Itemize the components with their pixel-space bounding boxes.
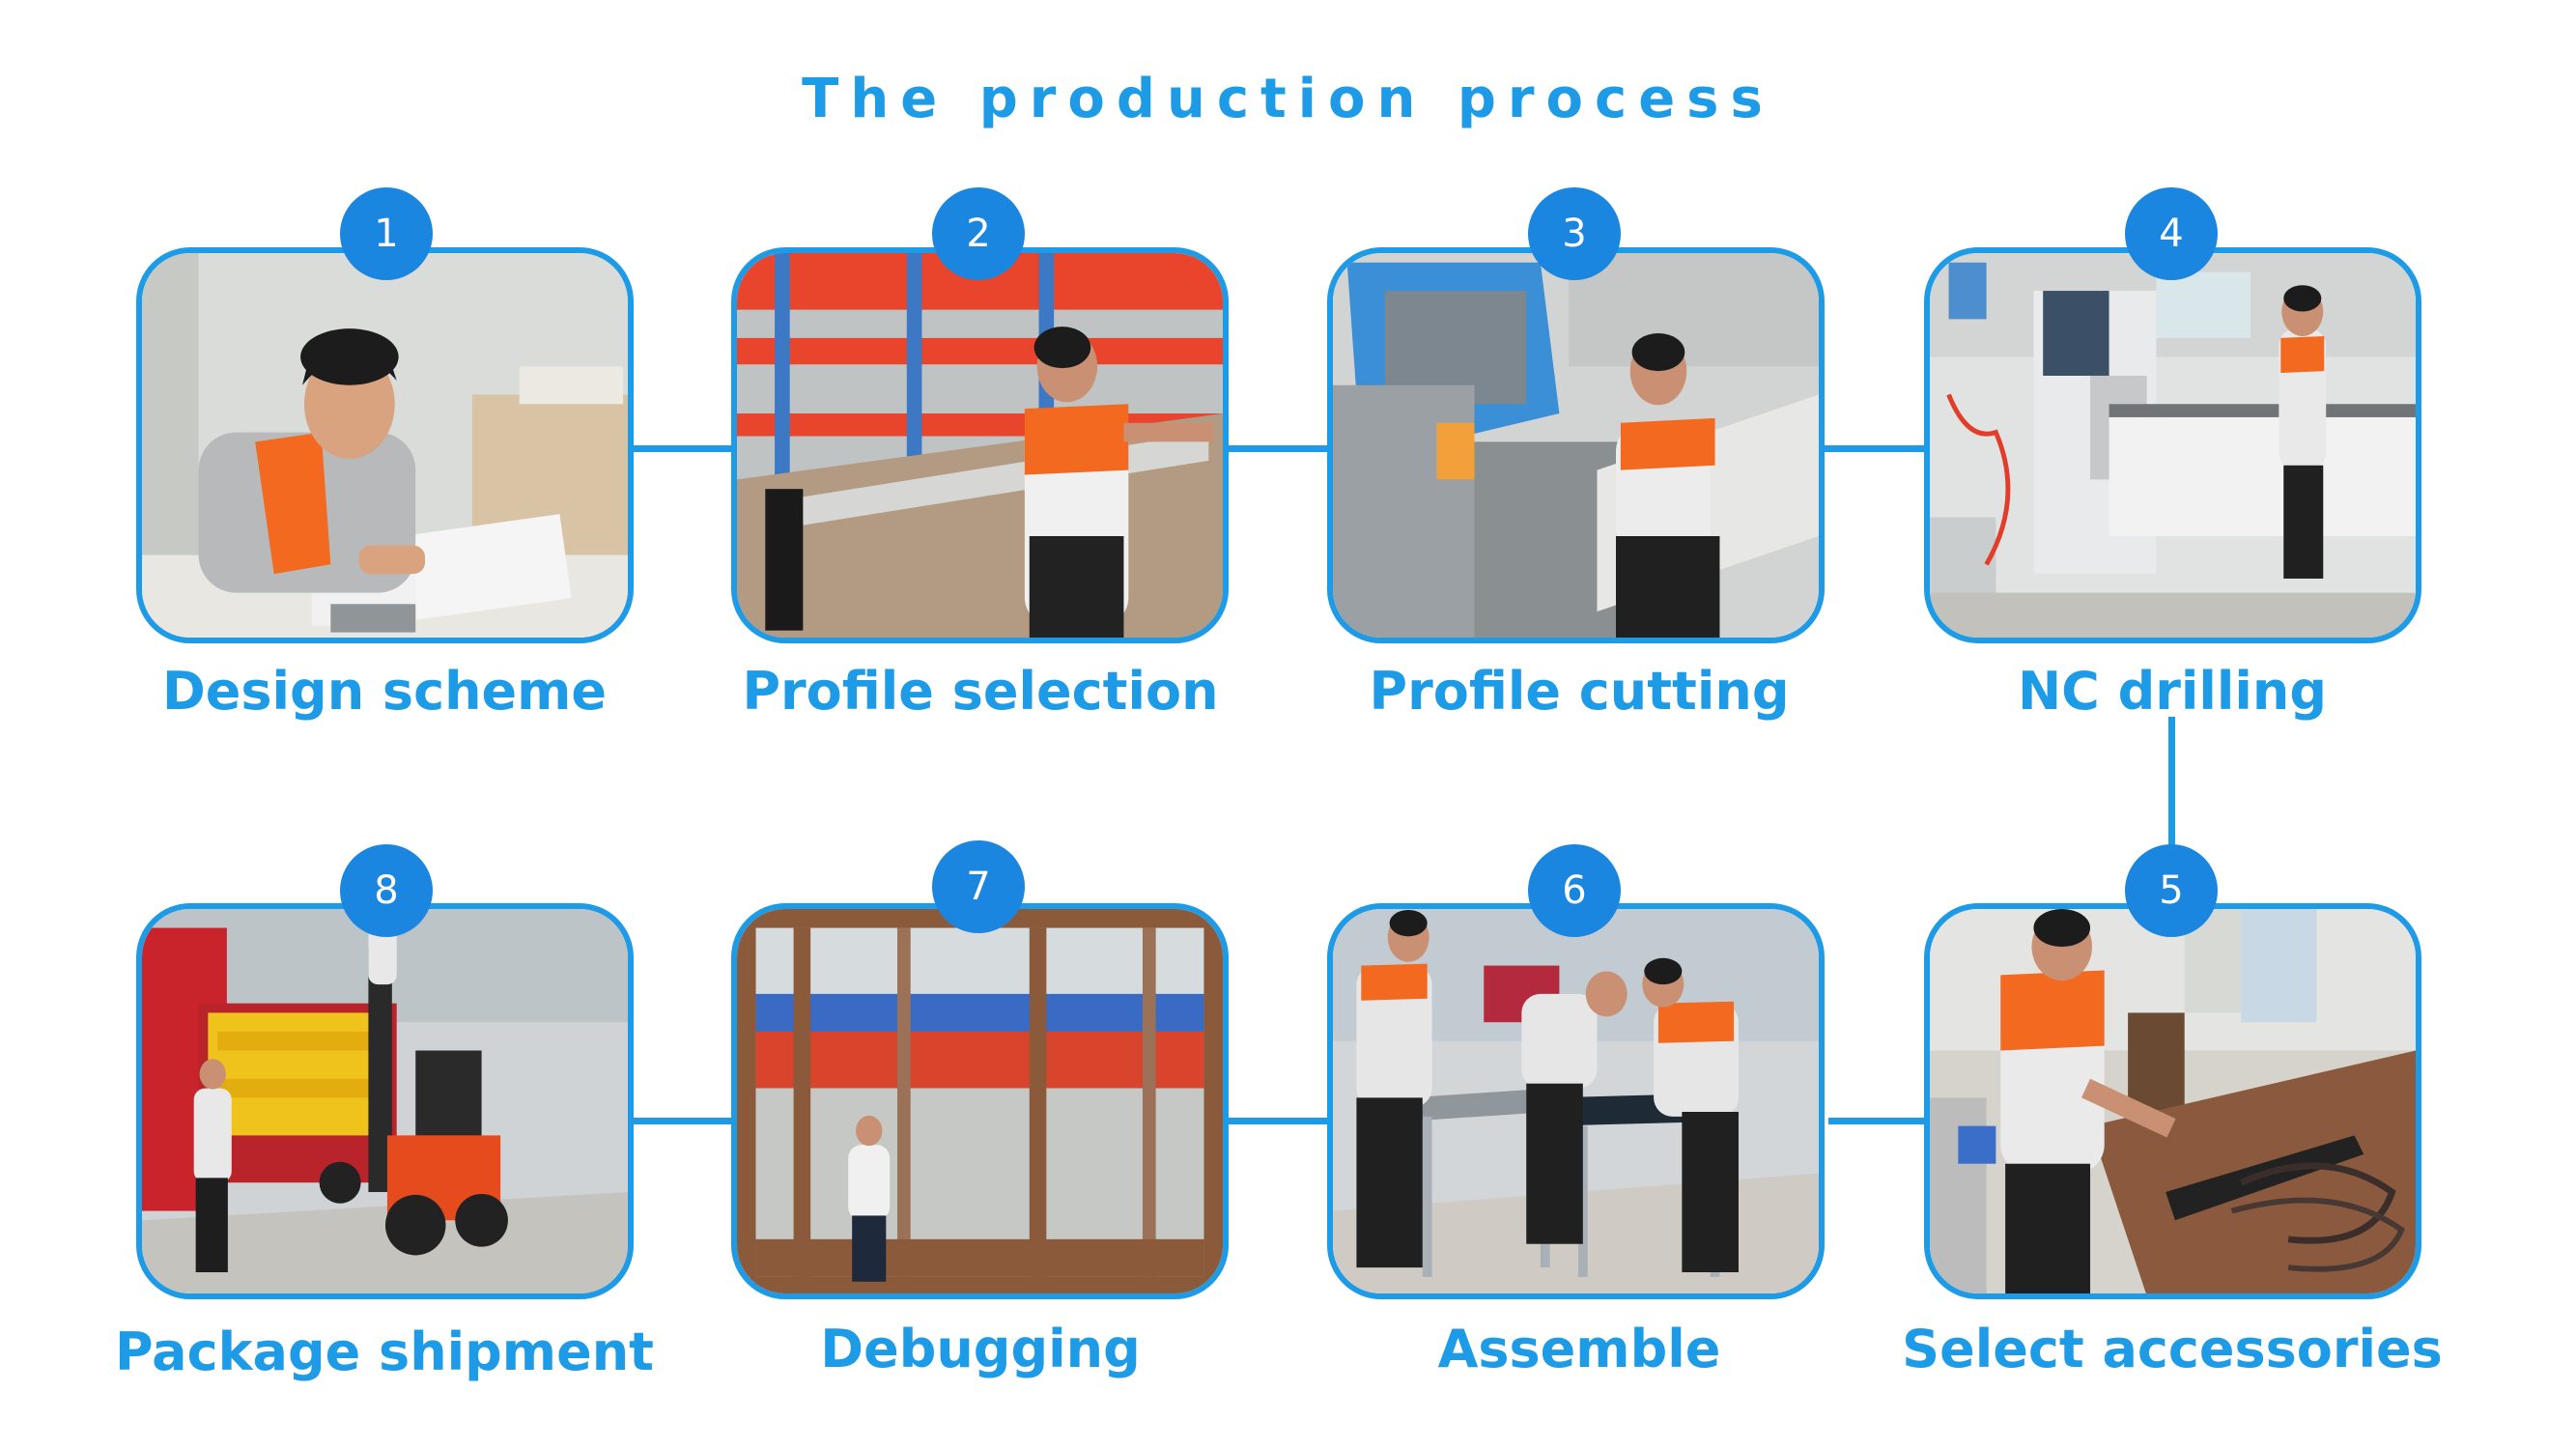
step-label-2: Profile selection bbox=[742, 661, 1219, 722]
step-number-badge-8: 8 bbox=[340, 844, 433, 937]
photo-profile-selection bbox=[737, 253, 1223, 638]
step-card-select-accessories bbox=[1924, 903, 2421, 1299]
step-label-1: Design scheme bbox=[161, 661, 608, 722]
step-card-design-scheme: 1 bbox=[136, 247, 634, 643]
step-number-badge-2: 2 bbox=[932, 187, 1025, 280]
step-card-assemble bbox=[1327, 903, 1825, 1299]
step-card-profile-cutting bbox=[1327, 247, 1825, 643]
step-number-badge-5: 5 bbox=[2125, 844, 2218, 937]
photo-package-shipment bbox=[142, 909, 628, 1293]
step-number-badge-7: 7 bbox=[932, 840, 1025, 933]
photo-nc-drilling bbox=[1930, 253, 2416, 638]
photo-design-scheme bbox=[142, 253, 628, 638]
step-label-4: NC drilling bbox=[2017, 661, 2328, 722]
step-card-debugging bbox=[731, 903, 1229, 1299]
page-title: The production process bbox=[802, 68, 1774, 130]
step-label-7: Debugging bbox=[820, 1319, 1141, 1379]
connector-4-5 bbox=[2168, 717, 2175, 867]
photo-profile-cutting bbox=[1333, 253, 1819, 638]
step-number-badge-4: 4 bbox=[2125, 187, 2218, 280]
step-label-5: Select accessories bbox=[1902, 1319, 2443, 1379]
connector-3-4 bbox=[1824, 445, 1924, 452]
step-card-nc-drilling bbox=[1924, 247, 2421, 643]
photo-debugging bbox=[737, 909, 1223, 1293]
step-number-badge-6: 6 bbox=[1528, 844, 1621, 937]
step-label-8: Package shipment bbox=[115, 1321, 654, 1382]
step-number-badge-3: 3 bbox=[1528, 187, 1621, 280]
connector-5-6 bbox=[1828, 1118, 1924, 1124]
step-label-6: Assemble bbox=[1437, 1319, 1721, 1379]
connector-1-2 bbox=[633, 445, 731, 452]
step-number-badge-1: 1 bbox=[340, 187, 433, 280]
step-card-profile-selection bbox=[731, 247, 1229, 643]
connector-7-8 bbox=[633, 1118, 731, 1124]
step-label-3: Profile cutting bbox=[1369, 661, 1790, 722]
connector-6-7 bbox=[1229, 1118, 1333, 1124]
connector-2-3 bbox=[1229, 445, 1327, 452]
photo-assemble bbox=[1333, 909, 1819, 1293]
step-card-package-shipment bbox=[136, 903, 634, 1299]
photo-select-accessories bbox=[1930, 909, 2416, 1293]
